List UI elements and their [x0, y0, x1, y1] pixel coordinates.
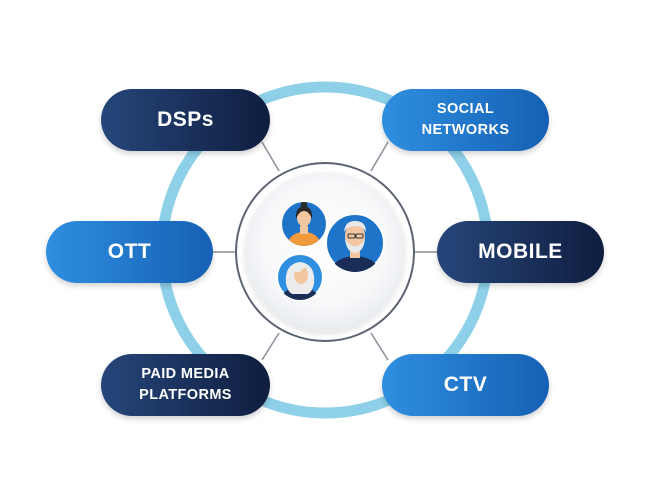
node-ctv-label: CTV	[443, 373, 488, 396]
node-social-label-line1: SOCIAL	[436, 101, 495, 117]
node-social-networks: SOCIAL NETWORKS	[382, 89, 549, 151]
node-mobile: MOBILE	[437, 221, 604, 283]
connector-paid	[261, 332, 280, 361]
node-dsps-label: DSPs	[157, 108, 214, 131]
avatar-woman-white-hair	[276, 253, 324, 301]
node-mobile-label: MOBILE	[478, 240, 563, 263]
node-ott-label: OTT	[107, 240, 152, 263]
node-social-label-line2: NETWORKS	[421, 122, 510, 138]
connector-dsps	[261, 141, 280, 172]
avatar-woman-orange	[282, 202, 326, 246]
avatar-man-beard	[325, 213, 385, 273]
node-ott: OTT	[46, 221, 213, 283]
people-avatars-icon	[276, 202, 385, 301]
node-paid-label-line1: PAID MEDIA	[141, 366, 230, 382]
node-dsps: DSPs	[101, 89, 270, 151]
node-ctv: CTV	[382, 354, 549, 416]
node-paid-media-platforms: PAID MEDIA PLATFORMS	[101, 354, 270, 416]
connector-social	[370, 141, 389, 172]
connector-ctv	[370, 332, 389, 361]
node-paid-label-line2: PLATFORMS	[139, 387, 232, 403]
